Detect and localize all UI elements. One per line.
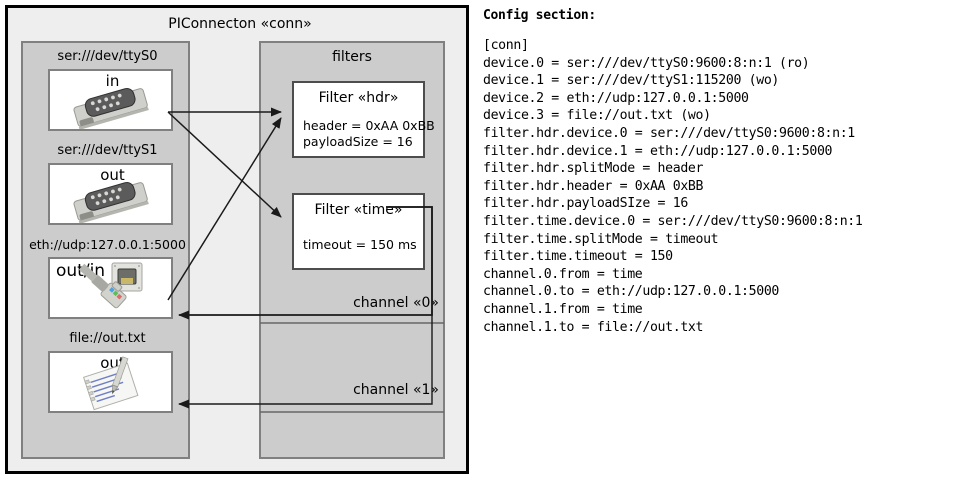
device-label-file: file://out.txt <box>69 331 146 346</box>
device-label-eth: eth://udp:127.0.0.1:5000 <box>29 237 186 252</box>
channel-panel-0: channel «0» <box>260 42 447 325</box>
filters-panel-title: filters <box>332 49 372 65</box>
channel-label-0: channel «0» <box>353 295 439 311</box>
ethernet-jack-icon <box>78 262 143 309</box>
device-label-ttys0: ser:///dev/ttyS0 <box>57 49 158 64</box>
device-box-eth[interactable]: out/in <box>48 257 173 319</box>
config-line: filter.time.timeout = 150 <box>483 249 673 265</box>
filter-title-hdr: Filter «hdr» <box>318 90 399 106</box>
channel-panel-1: channel «1» <box>260 325 447 413</box>
config-line: device.1 = ser:///dev/ttyS1:115200 (wo) <box>483 73 779 89</box>
device-box-file[interactable]: out <box>48 351 173 413</box>
config-line: channel.1.to = file://out.txt <box>483 319 704 335</box>
serial-port-icon <box>73 88 149 129</box>
config-line: channel.0.to = eth://udp:127.0.0.1:5000 <box>483 284 779 300</box>
config-line: filter.hdr.header = 0xAA 0xBB <box>483 178 704 194</box>
device-box-ttys0[interactable]: in <box>48 69 173 131</box>
filter-box-hdr[interactable]: Filter «hdr» header = 0xAA 0xBB payloadS… <box>292 81 435 158</box>
config-line: device.2 = eth://udp:127.0.0.1:5000 <box>483 90 749 106</box>
device-direction-ttys0: in <box>105 72 120 90</box>
config-section: Config section: [conn] device.0 = ser:///… <box>483 8 959 336</box>
config-line: device.3 = file://out.txt (wo) <box>483 108 711 124</box>
connector-diagram: PIConnecton «conn» ser:///dev/ttyS0 in <box>5 5 469 474</box>
channel-label-1: channel «1» <box>353 382 439 398</box>
config-line: filter.hdr.payloadSIze = 16 <box>483 196 688 212</box>
filters-panel: filters Filter «hdr» header = 0xAA 0xBB … <box>259 41 445 459</box>
config-line: channel.1.from = time <box>483 301 643 317</box>
config-line: filter.time.device.0 = ser:///dev/ttyS0:… <box>483 213 863 229</box>
config-heading: Config section: <box>483 8 596 23</box>
text-file-icon <box>82 356 139 411</box>
device-direction-ttys1: out <box>100 166 125 184</box>
device-box-ttys1[interactable]: out <box>48 163 173 225</box>
filter-prop-payloadsize: payloadSize = 16 <box>303 134 413 149</box>
config-line: [conn] <box>483 38 529 53</box>
config-line: filter.hdr.device.1 = eth://udp:127.0.0.… <box>483 143 833 159</box>
config-line: filter.hdr.device.0 = ser:///dev/ttyS0:9… <box>483 125 855 141</box>
config-line: filter.hdr.splitMode = header <box>483 161 704 177</box>
serial-port-icon <box>73 182 149 223</box>
config-text: [conn] device.0 = ser:///dev/ttyS0:9600:8… <box>483 37 959 336</box>
config-line: device.0 = ser:///dev/ttyS0:9600:8:n:1 (… <box>483 55 810 71</box>
device-label-ttys1: ser:///dev/ttyS1 <box>57 143 158 158</box>
diagram-title: PIConnecton «conn» <box>168 16 312 32</box>
config-line: filter.time.splitMode = timeout <box>483 231 719 247</box>
devices-panel: ser:///dev/ttyS0 in <box>21 41 190 459</box>
config-line: channel.0.from = time <box>483 266 643 282</box>
filter-prop-header: header = 0xAA 0xBB <box>303 118 435 133</box>
